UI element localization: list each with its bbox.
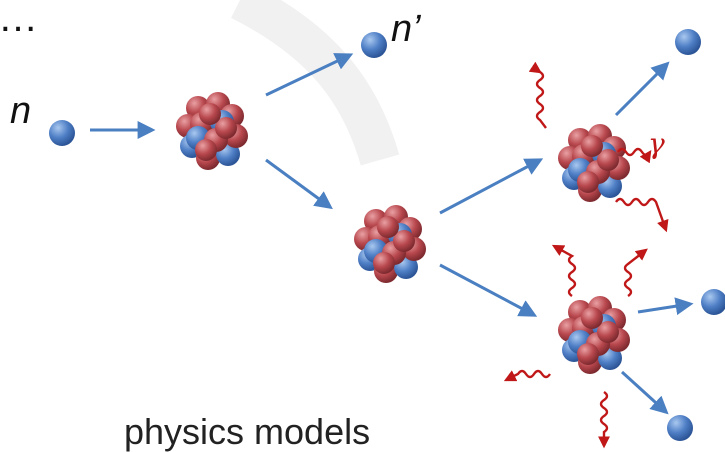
scattered-neutron-label: n’ (391, 8, 421, 50)
compound-nucleus-icon (354, 205, 426, 283)
gamma-ray-icon (551, 244, 577, 297)
arrow-to-upper-nucleus (439, 158, 544, 215)
arrow-upper-emitted-neutron (614, 61, 670, 117)
lower-bottom-neutron-icon (667, 415, 693, 441)
target-nucleus-icon (176, 92, 248, 170)
upper-emitted-neutron-icon (675, 29, 701, 55)
arrow-to-compound-nucleus (265, 158, 333, 210)
gamma-ray-icon (528, 61, 547, 129)
gamma-ray-icon (623, 248, 648, 297)
lower-right-neutron-icon (701, 289, 725, 315)
arrow-to-lower-nucleus (439, 263, 538, 317)
arrow-lower-emitted-neutron-down (620, 370, 669, 415)
gamma-ray-icon (503, 369, 551, 382)
scattered-neutron-icon (361, 32, 387, 58)
incoming-neutron-label: n (10, 90, 32, 132)
upper-residual-nucleus-icon (558, 124, 630, 202)
gamma-ray-icon (617, 147, 652, 164)
incoming-neutron-icon (49, 120, 75, 146)
ellipsis-text: … (0, 0, 38, 40)
arrow-lower-emitted-neutron-right (637, 297, 694, 316)
gamma-ray-icon (598, 391, 610, 449)
caption-text: physics models (124, 411, 371, 452)
background-shape (230, 0, 400, 166)
gamma-ray-icon (615, 197, 669, 233)
arrow-to-scattered-neutron (265, 53, 354, 97)
lower-residual-nucleus-icon (558, 296, 630, 374)
gamma-label: γ (648, 127, 665, 160)
